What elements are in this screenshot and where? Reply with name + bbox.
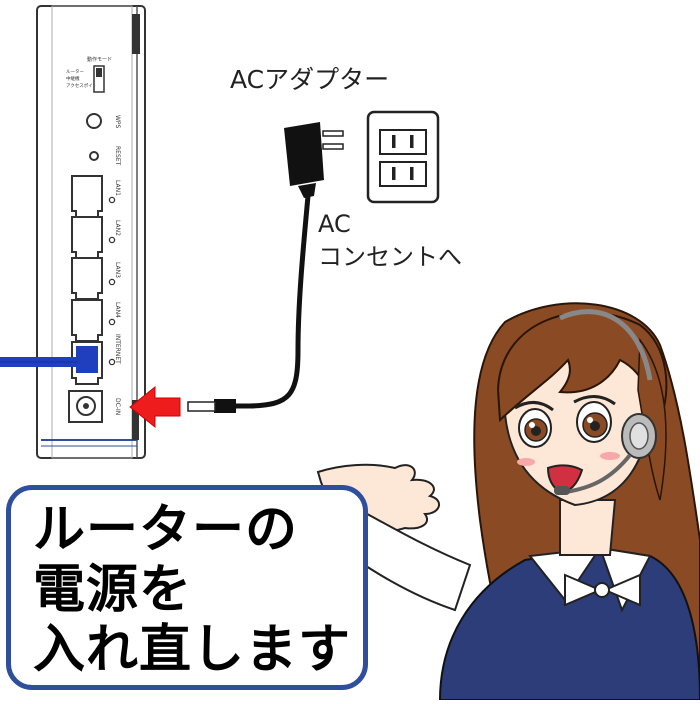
caption-line-2: 電源を [33, 560, 193, 620]
wps-button: WPS [86, 113, 121, 129]
caption-line-3: 入れ直します [33, 620, 352, 680]
caption-box: ルーターの 電源を 入れ直します [6, 485, 368, 690]
operator-woman [316, 302, 700, 702]
outlet-label-line2: コンセントへ [318, 243, 462, 271]
reset-label: RESET [114, 146, 121, 166]
lan1-label: LAN1 [114, 180, 121, 196]
mode-switch-title: 動作モード [87, 56, 112, 63]
wps-label: WPS [114, 115, 121, 129]
adapter-title: ACアダプター [230, 65, 389, 94]
dcin-label: DC-IN [114, 398, 121, 415]
ac-adapter [284, 122, 344, 198]
wall-outlet [366, 110, 440, 204]
internet-label: INTERNET [114, 334, 121, 364]
mode-switch: 動作モード ルーター 中継機 アクセスポイント [66, 56, 112, 93]
outlet-label-line1: AC [318, 210, 351, 238]
red-arrow [129, 385, 181, 429]
dcin-jack: DC-IN [68, 390, 121, 423]
mode-option-repeater: 中継機 [66, 75, 80, 82]
lan4-label: LAN4 [114, 302, 121, 318]
internet-port: INTERNET [71, 334, 121, 385]
mode-option-router: ルーター [66, 68, 84, 75]
mode-option-ap: アクセスポイント [66, 82, 102, 89]
lan3-label: LAN3 [114, 262, 121, 278]
adapter-cable [187, 195, 311, 413]
lan-cable [0, 357, 78, 367]
reset-button: RESET [89, 146, 121, 166]
lan2-label: LAN2 [114, 220, 121, 236]
caption-line-1: ルーターの [33, 500, 299, 560]
